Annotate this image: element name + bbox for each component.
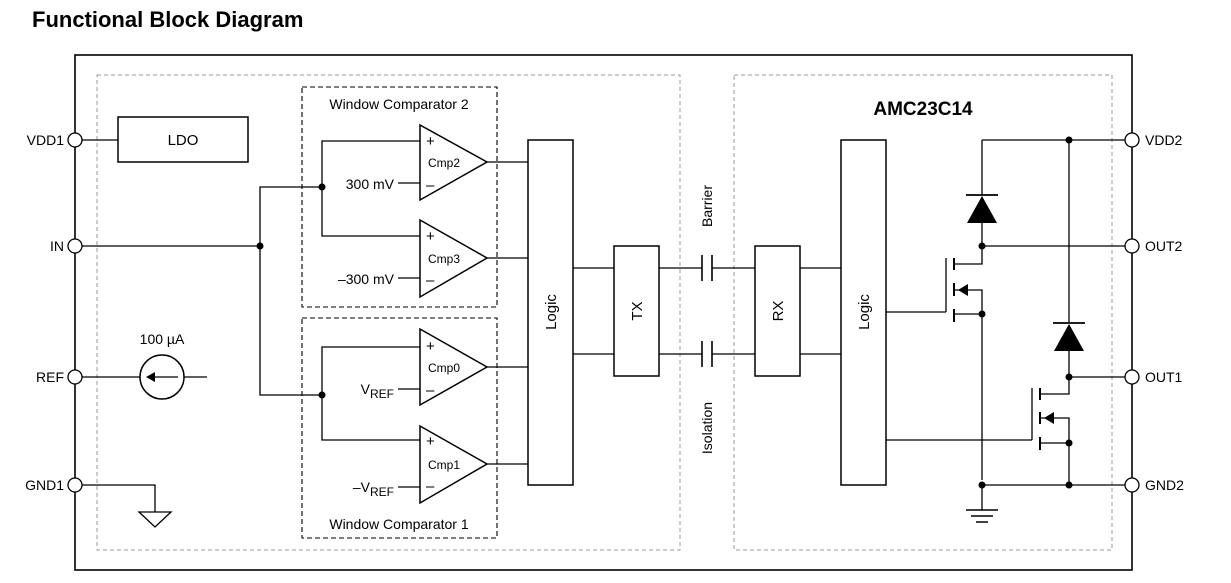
pin-gnd1 — [67, 477, 83, 493]
comparator-cmp2: + – Cmp2 — [419, 123, 489, 202]
comparator-label-cmp1: Cmp1 — [428, 458, 460, 472]
svg-text:+: + — [426, 228, 435, 245]
chip-name: AMC23C14 — [873, 99, 973, 120]
earth-ground-icon — [966, 509, 998, 523]
comparator-cmp1: + – Cmp1 — [419, 424, 489, 505]
window-comparator-2-box — [301, 86, 498, 308]
mosfet-out2 — [886, 246, 986, 480]
comparator-cmp3: + – Cmp3 — [419, 218, 489, 299]
pin-in — [67, 238, 83, 254]
diode-out1-icon — [1054, 324, 1084, 351]
pin-label-vdd2: VDD2 — [1145, 132, 1183, 148]
comparator-cmp0: + – Cmp0 — [419, 327, 489, 407]
junction-in — [256, 242, 264, 250]
window-comparator-2-label: Window Comparator 2 — [329, 96, 468, 112]
wire-gnd1 — [82, 484, 156, 512]
isolation-label: Isolation — [699, 402, 715, 454]
pin-out1 — [1124, 369, 1140, 385]
pin-ref — [67, 369, 83, 385]
wire-in-distribution — [259, 186, 322, 396]
logic-left-label: Logic — [543, 294, 560, 330]
pin-out2 — [1124, 238, 1140, 254]
pin-label-out1: OUT1 — [1145, 369, 1183, 385]
ldo-block — [117, 116, 249, 163]
window-comparator-1-label: Window Comparator 1 — [329, 516, 468, 532]
tx-label: TX — [629, 301, 646, 320]
current-source-arrow-icon — [146, 372, 155, 382]
comparator-label-cmp0: Cmp0 — [428, 361, 460, 375]
pin-label-ref: REF — [36, 369, 64, 385]
svg-text:–: – — [426, 272, 435, 289]
ground-symbol-gnd1 — [137, 511, 173, 528]
rx-block — [754, 245, 801, 377]
logic-block-left — [527, 139, 574, 486]
pin-label-gnd1: GND1 — [25, 477, 64, 493]
threshold-cmp3: –300 mV — [338, 271, 395, 287]
logic-right-label: Logic — [856, 294, 873, 330]
tx-block — [613, 245, 660, 377]
svg-text:–: – — [426, 382, 435, 399]
svg-text:+: + — [426, 433, 435, 450]
comparator-label-cmp3: Cmp3 — [428, 252, 460, 266]
svg-text:+: + — [426, 338, 435, 355]
pin-gnd2 — [1124, 477, 1140, 493]
diode-out2-icon — [967, 196, 997, 223]
diagram-title: Functional Block Diagram — [32, 7, 303, 32]
low-side-region — [96, 74, 681, 551]
current-source-label: 100 µA — [140, 331, 185, 347]
svg-text:–: – — [426, 478, 435, 495]
comparator-label-cmp2: Cmp2 — [428, 156, 460, 170]
ldo-label: LDO — [168, 132, 199, 149]
svg-text:+: + — [426, 133, 435, 150]
pin-label-vdd1: VDD1 — [27, 132, 65, 148]
threshold-cmp2: 300 mV — [346, 176, 395, 192]
rx-label: RX — [770, 301, 787, 322]
junction-vdd2 — [1065, 136, 1073, 144]
svg-text:–: – — [426, 177, 435, 194]
pin-label-in: IN — [50, 238, 64, 254]
threshold-cmp1: –VREF — [353, 479, 394, 499]
junction-wc1 — [318, 391, 326, 399]
pin-vdd1 — [67, 132, 83, 148]
logic-block-right — [840, 139, 887, 486]
pin-vdd2 — [1124, 132, 1140, 148]
package-outline — [74, 54, 1133, 571]
high-side-region — [733, 74, 1113, 551]
mosfet-out1 — [886, 377, 1073, 485]
window-comparator-1-box — [301, 317, 498, 539]
junction-wc2 — [318, 183, 326, 191]
pin-label-gnd2: GND2 — [1145, 477, 1184, 493]
threshold-cmp0: VREF — [361, 381, 394, 401]
barrier-label: Barrier — [699, 185, 715, 227]
pin-label-out2: OUT2 — [1145, 238, 1183, 254]
junction-gnd2-right — [1065, 481, 1073, 489]
